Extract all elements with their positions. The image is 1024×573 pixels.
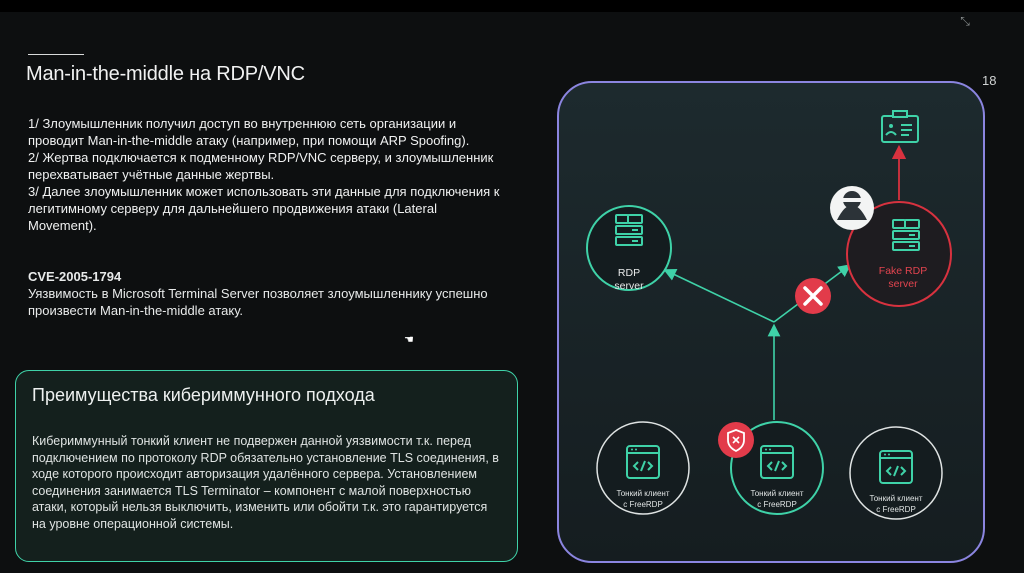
client-center-label-2: с FreeRDP (757, 500, 797, 509)
slide-title: Man-in-the-middle на RDP/VNC (26, 63, 305, 85)
rdp-server-label-1: RDP (618, 267, 640, 279)
step-3: 3/ Далее злоумышленник может использоват… (28, 184, 500, 233)
advantages-box: Преимущества кибериммунного подхода Кибе… (15, 370, 518, 562)
fake-server-label-1: Fake RDP (879, 265, 927, 277)
arrow-to-rdp-server (663, 268, 775, 323)
step-2: 2/ Жертва подключается к подменному RDP/… (28, 150, 494, 182)
advantages-text: Кибериммунный тонкий клиент не подвержен… (32, 434, 499, 531)
client-right-label-2: с FreeRDP (876, 505, 916, 514)
id-card-icon (881, 110, 919, 143)
thin-client-right: Тонкий клиент с FreeRDP (849, 426, 943, 520)
title-underline (28, 54, 84, 55)
hacker-icon (830, 186, 874, 230)
client-center-label-1: Тонкий клиент (750, 489, 803, 498)
cve-block: CVE-2005-1794 Уязвимость в Microsoft Ter… (28, 268, 508, 319)
cve-id: CVE-2005-1794 (28, 269, 122, 284)
thin-client-left: Тонкий клиент с FreeRDP (596, 421, 690, 515)
cve-description: Уязвимость в Microsoft Terminal Server п… (28, 286, 488, 318)
mitm-diagram: RDP server Fake RDP server Тонкий клиент (557, 81, 985, 563)
rdp-server-label-2: server (614, 280, 644, 292)
page-number: 18 (982, 73, 997, 88)
hand-cursor-icon: ☚ (404, 334, 414, 346)
top-bar (0, 0, 1024, 12)
fullscreen-exit-icon[interactable]: ⤡ (960, 14, 970, 28)
client-right-label-1: Тонкий клиент (869, 494, 922, 503)
rdp-server-node: RDP server (586, 205, 672, 292)
client-left-label-1: Тонкий клиент (616, 489, 669, 498)
step-1: 1/ Злоумышленник получил доступ во внутр… (28, 116, 470, 148)
attack-steps: 1/ Злоумышленник получил доступ во внутр… (28, 115, 508, 234)
thin-client-center: Тонкий клиент с FreeRDP (730, 421, 824, 515)
shield-icon (718, 422, 754, 458)
advantages-title: Преимущества кибериммунного подхода (32, 385, 375, 405)
client-left-label-2: с FreeRDP (623, 500, 663, 509)
fake-rdp-server-node: Fake RDP server (846, 201, 952, 307)
blocked-x-icon (795, 278, 831, 314)
fake-server-label-2: server (888, 278, 918, 290)
